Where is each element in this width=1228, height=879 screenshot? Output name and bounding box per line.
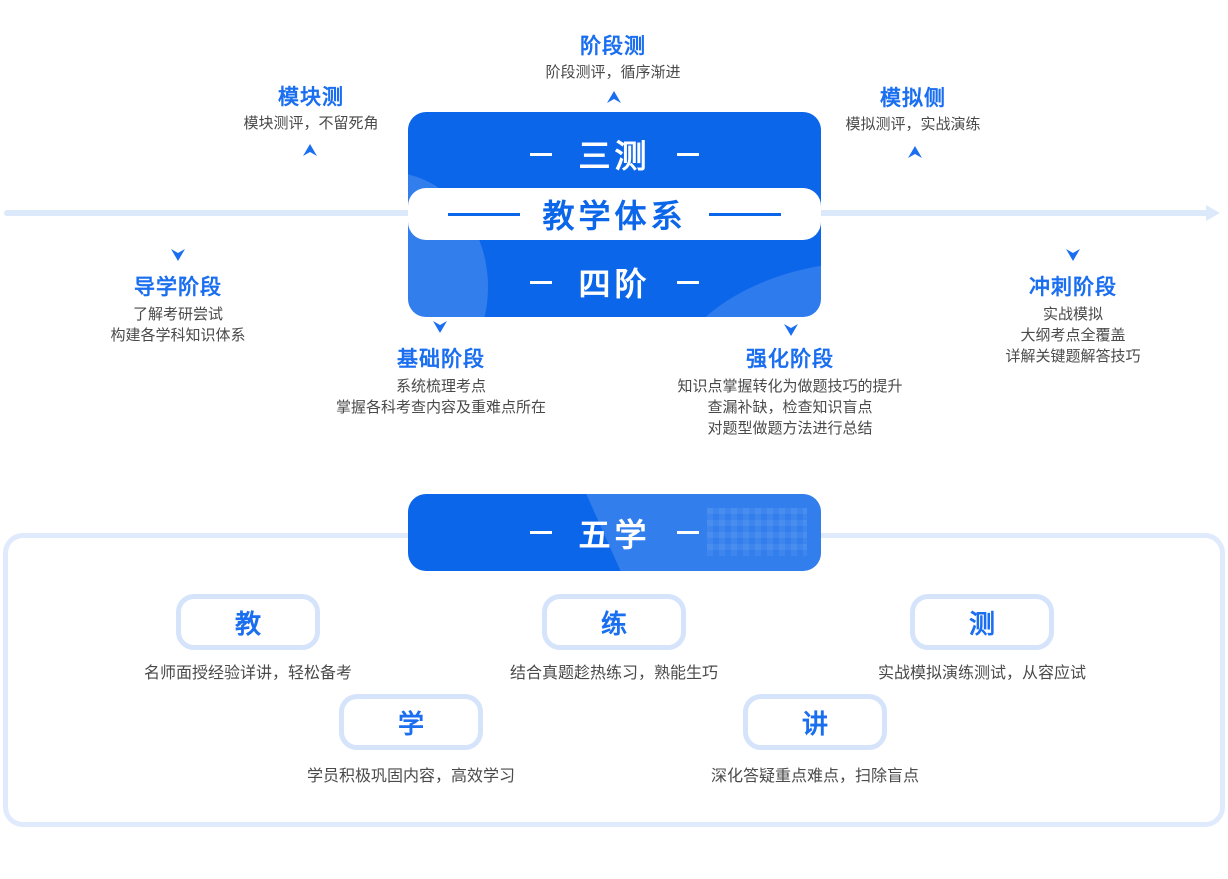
stage-intro-line: 构建各学科知识体系 bbox=[110, 326, 246, 344]
dash-icon bbox=[676, 280, 699, 284]
three-tests-label: 三测 bbox=[408, 132, 821, 176]
stage-intensive-line: 对题型做题方法进行总结 bbox=[707, 419, 873, 437]
chevron-down-icon bbox=[783, 323, 799, 337]
study-item-teach: 教 bbox=[176, 594, 320, 650]
divider-line bbox=[448, 212, 521, 216]
stage-intensive-title: 强化阶段 bbox=[745, 347, 834, 371]
four-stages-text: 四阶 bbox=[578, 265, 651, 303]
test-mock-title: 模拟侧 bbox=[879, 86, 946, 110]
test-mock: 模拟侧 模拟测评，实战演练 bbox=[845, 85, 980, 135]
stage-intensive-line: 查漏补缺，检查知识盲点 bbox=[707, 398, 873, 416]
stage-intensive: 强化阶段 知识点掌握转化为做题技巧的提升 查漏补缺，检查知识盲点 对题型做题方法… bbox=[677, 346, 902, 439]
teaching-system-title: 教学体系 bbox=[542, 197, 687, 235]
study-desc: 名师面授经验详讲，轻松备考 bbox=[143, 663, 353, 682]
teaching-system-title-pill: 教学体系 bbox=[408, 188, 821, 240]
dash-icon bbox=[530, 152, 553, 156]
study-item-learn: 学 bbox=[339, 694, 483, 750]
study-badge: 学 bbox=[339, 694, 483, 750]
study-badge: 测 bbox=[910, 594, 1054, 650]
stage-basic: 基础阶段 系统梳理考点 掌握各科考查内容及重难点所在 bbox=[336, 346, 546, 418]
timeline-arrow-icon bbox=[1206, 205, 1220, 221]
dash-icon bbox=[530, 531, 553, 534]
study-item-lecture: 讲 bbox=[743, 694, 887, 750]
three-tests-text: 三测 bbox=[578, 137, 651, 175]
stage-intro-title: 导学阶段 bbox=[133, 275, 222, 299]
stage-intro-line: 了解考研尝试 bbox=[132, 305, 224, 323]
stage-intro: 导学阶段 了解考研尝试 构建各学科知识体系 bbox=[110, 274, 245, 346]
five-study-title: 五学 bbox=[578, 515, 651, 554]
study-desc: 学员积极巩固内容，高效学习 bbox=[306, 766, 516, 785]
dash-icon bbox=[676, 152, 699, 156]
divider-line bbox=[708, 212, 781, 216]
test-module: 模块测 模块测评，不留死角 bbox=[243, 84, 378, 134]
chevron-up-icon bbox=[907, 145, 923, 159]
stage-basic-line: 系统梳理考点 bbox=[395, 377, 487, 395]
study-badge: 教 bbox=[176, 594, 320, 650]
study-desc: 实战模拟演练测试，从容应试 bbox=[877, 663, 1087, 682]
five-study-header: 五学 bbox=[408, 494, 821, 571]
chevron-down-icon bbox=[1065, 248, 1081, 262]
chevron-down-icon bbox=[432, 320, 448, 334]
test-stage: 阶段测 阶段测评，循序渐进 bbox=[545, 33, 680, 83]
study-desc: 结合真题趁热练习，熟能生巧 bbox=[509, 663, 719, 682]
stage-intensive-line: 知识点掌握转化为做题技巧的提升 bbox=[677, 377, 903, 395]
chevron-up-icon bbox=[606, 90, 622, 104]
chevron-down-icon bbox=[170, 248, 186, 262]
test-stage-title: 阶段测 bbox=[579, 34, 646, 58]
test-module-title: 模块测 bbox=[277, 85, 344, 109]
study-badge: 讲 bbox=[743, 694, 887, 750]
stage-basic-title: 基础阶段 bbox=[396, 347, 485, 371]
chevron-up-icon bbox=[302, 143, 318, 157]
stage-sprint-line: 实战模拟 bbox=[1042, 305, 1104, 323]
test-stage-desc: 阶段测评，循序渐进 bbox=[545, 63, 681, 81]
stage-sprint-title: 冲刺阶段 bbox=[1028, 275, 1117, 299]
dash-icon bbox=[530, 280, 553, 284]
dash-icon bbox=[676, 531, 699, 534]
stage-sprint-line: 详解关键题解答技巧 bbox=[1005, 347, 1141, 365]
study-item-practice: 练 bbox=[542, 594, 686, 650]
stage-basic-line: 掌握各科考查内容及重难点所在 bbox=[335, 398, 547, 416]
decoration-grid bbox=[707, 508, 807, 556]
stage-sprint: 冲刺阶段 实战模拟 大纲考点全覆盖 详解关键题解答技巧 bbox=[1005, 274, 1140, 367]
test-module-desc: 模块测评，不留死角 bbox=[243, 114, 379, 132]
study-desc: 深化答疑重点难点，扫除盲点 bbox=[710, 766, 920, 785]
stage-sprint-line: 大纲考点全覆盖 bbox=[1020, 326, 1126, 344]
study-item-test: 测 bbox=[910, 594, 1054, 650]
study-badge: 练 bbox=[542, 594, 686, 650]
four-stages-label: 四阶 bbox=[408, 260, 821, 304]
test-mock-desc: 模拟测评，实战演练 bbox=[845, 115, 981, 133]
